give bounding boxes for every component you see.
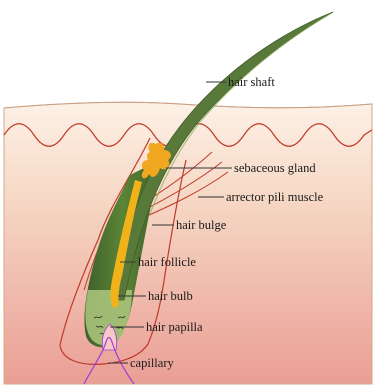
label-hair-bulge: hair bulge <box>176 218 227 232</box>
label-hair-shaft: hair shaft <box>228 75 275 89</box>
label-capillary: capillary <box>130 356 174 370</box>
label-hair-bulb: hair bulb <box>148 289 193 303</box>
skin-body <box>4 102 372 384</box>
label-hair-follicle: hair follicle <box>138 255 196 269</box>
label-sebaceous-gland: sebaceous gland <box>234 161 316 175</box>
label-hair-papilla: hair papilla <box>146 320 203 334</box>
label-arrector-pili-muscle: arrector pili muscle <box>226 190 324 204</box>
